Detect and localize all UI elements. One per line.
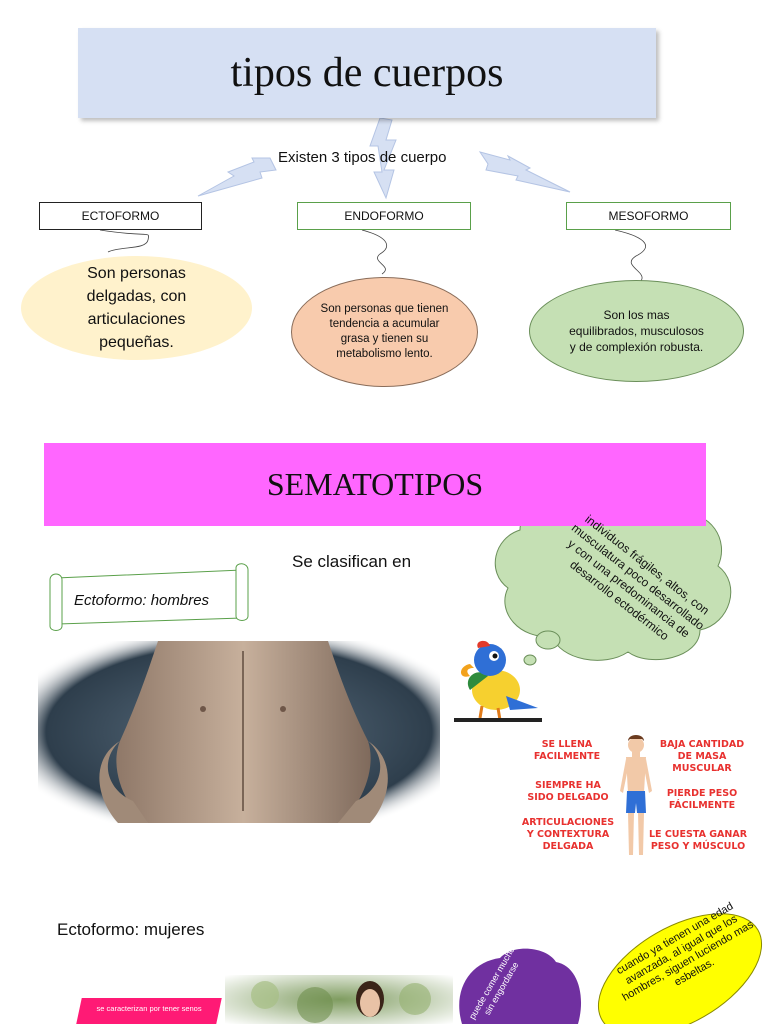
lightning-left xyxy=(197,157,277,197)
title-box: tipos de cuerpos xyxy=(78,28,656,118)
parrot-icon xyxy=(454,640,542,722)
info-left-3: ARTICULACIONES Y CONTEXTURA DELGADA xyxy=(521,817,615,852)
connector-meso xyxy=(614,229,646,283)
lightning-right xyxy=(478,151,571,193)
mesoformo-description-text: Son los mas equilibrados, musculosos y d… xyxy=(569,308,704,354)
type-box-ectoformo: ECTOFORMO xyxy=(39,202,202,230)
type-box-mesoformo: MESOFORMO xyxy=(566,202,731,230)
subtitle: Existen 3 tipos de cuerpo xyxy=(278,149,447,166)
endoformo-description-text: Son personas que tienen tendencia a acum… xyxy=(320,303,449,360)
ectoformo-description-text: Son personas delgadas, con articulacione… xyxy=(86,265,187,351)
type-box-endoformo: ENDOFORMO xyxy=(297,202,471,230)
classify-text: Se clasifican en xyxy=(292,552,412,571)
women-label: Ectoformo: mujeres xyxy=(57,920,205,939)
endoformo-description: Son personas que tienen tendencia a acum… xyxy=(291,277,478,387)
woman-photo xyxy=(225,975,453,1024)
ectoformo-description: Son personas delgadas, con articulacione… xyxy=(21,256,252,360)
thought-cloud xyxy=(494,491,732,666)
men-label-scroll: Ectoformo: hombres xyxy=(52,572,246,624)
men-label: Ectoformo: hombres xyxy=(74,592,210,609)
info-right-2: PIERDE PESO FÁCILMENTE xyxy=(666,788,738,811)
info-left-1: SE LLENA FACILMENTE xyxy=(533,739,601,762)
info-right-3: LE CUESTA GANAR PESO Y MÚSCULO xyxy=(648,829,748,852)
connector-endo xyxy=(361,229,388,275)
scroll-shape xyxy=(49,563,249,631)
connector-ecto xyxy=(99,229,149,253)
pink-tag-text: se caracterizan por tener senos xyxy=(97,1004,203,1013)
thin-man-illustration xyxy=(620,735,652,855)
lightning-down xyxy=(369,117,397,200)
info-left-2: SIEMPRE HA SIDO DELGADO xyxy=(527,780,609,803)
mesoformo-description: Son los mas equilibrados, musculosos y d… xyxy=(529,280,744,382)
info-right-1: BAJA CANTIDAD DE MASA MUSCULAR xyxy=(659,739,745,774)
page-title: tipos de cuerpos xyxy=(230,50,504,96)
section-title: SEMATOTIPOS xyxy=(266,466,484,502)
pink-tag: se caracterizan por tener senos xyxy=(76,998,222,1024)
torso-photo xyxy=(38,641,440,823)
purple-cloud xyxy=(459,948,582,1024)
section-band: SEMATOTIPOS xyxy=(44,443,706,526)
yellow-ellipse xyxy=(597,913,763,1024)
